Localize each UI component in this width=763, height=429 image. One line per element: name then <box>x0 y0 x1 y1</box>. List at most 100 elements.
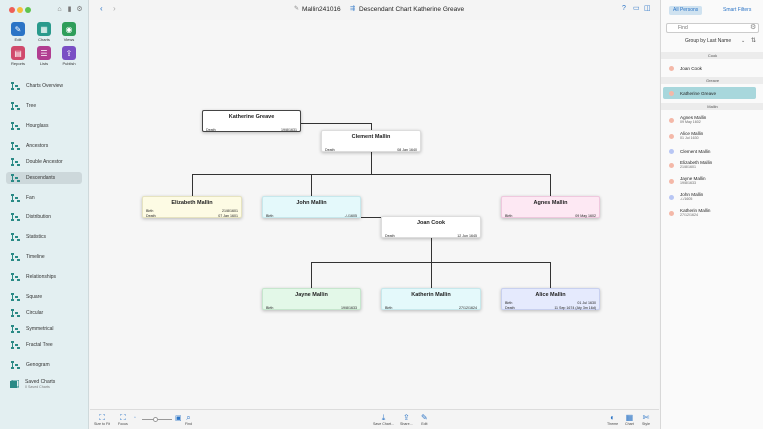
sidebar-item-fan[interactable]: Fan <box>6 192 82 204</box>
edit-button[interactable]: ✎ Edit <box>7 22 29 42</box>
person-list-item[interactable]: Katherine Greave <box>663 87 756 99</box>
sidebar-toggle-icon[interactable]: ◫ <box>644 5 651 12</box>
publish-button[interactable]: ⇪ Publish <box>58 46 80 66</box>
sidebar-item-fractal-tree[interactable]: Fractal Tree <box>6 339 82 351</box>
event-label: Death <box>146 213 156 218</box>
back-icon[interactable]: ‹ <box>100 4 103 13</box>
size-to-fit-button[interactable]: ⛶ Size to Fit <box>94 413 110 426</box>
person-list-name: Clement Mallin <box>680 148 711 154</box>
tools-icon[interactable]: ⚙ <box>76 6 83 13</box>
sidebar-item-distribution[interactable]: Distribution <box>6 211 82 223</box>
sidebar-item-genogram[interactable]: Genogram <box>6 359 82 371</box>
zoom-window-button[interactable] <box>25 7 31 13</box>
sidebar-item-statistics[interactable]: Statistics <box>6 231 82 243</box>
save-chart-button[interactable]: ⤓ Save Chart... <box>373 413 394 426</box>
theme-label: Theme <box>607 422 619 426</box>
sidebar-item-label: Timeline <box>26 254 45 260</box>
person-list-item[interactable]: Clement Mallin <box>663 145 756 157</box>
sort-icon[interactable]: ⇅ <box>751 38 757 44</box>
sidebar-item-ancestors[interactable]: Ancestors <box>6 140 82 152</box>
person-list-name: Katherine Greave <box>680 90 717 96</box>
sidebar-item-symmetrical[interactable]: Symmetrical <box>6 323 82 335</box>
saved-charts-item[interactable]: Saved Charts 0 Saved Charts <box>10 378 86 392</box>
minimize-window-button[interactable] <box>17 7 23 13</box>
focus-button[interactable]: ⛶ Focus <box>118 413 128 426</box>
zoom-out-icon[interactable]: ▫ <box>134 415 136 421</box>
sidebar-item-charts-overview[interactable]: Charts Overview <box>6 80 82 92</box>
close-window-button[interactable] <box>9 7 15 13</box>
gender-dot <box>669 162 674 168</box>
find-input[interactable] <box>666 23 759 33</box>
help-icon[interactable]: ? <box>622 5 626 12</box>
person-list-item[interactable]: John Mallin-/-/1605 <box>663 190 756 204</box>
saved-charts-count: 0 Saved Charts <box>25 385 50 389</box>
smart-filters-tab[interactable]: Smart Filters <box>723 7 752 13</box>
charts-label: Charts <box>38 37 50 42</box>
sidebar-item-descendants[interactable]: Descendants <box>6 172 82 184</box>
person-list-date: 21/8/1601 <box>680 165 696 169</box>
gender-dot <box>669 148 674 154</box>
person-name: Alice Mallin <box>535 292 566 298</box>
sidebar-item-tree[interactable]: Tree <box>6 100 82 112</box>
reports-button[interactable]: ▤ Reports <box>7 46 29 66</box>
event-label: Birth <box>266 213 274 218</box>
share-button[interactable]: ⇪ Share... <box>400 413 413 426</box>
edit-chart-button[interactable]: ✎ Edit <box>421 413 428 426</box>
sidebar-item-double-ancestor[interactable]: Double Ancestor <box>6 156 82 168</box>
window-icon[interactable]: ▭ <box>633 5 640 12</box>
bottom-toolbar: ⛶ Size to Fit ⛶ Focus ▫ ▣ ⌕ Find ⤓ Save … <box>90 409 659 429</box>
sidebar-item-square[interactable]: Square <box>6 291 82 303</box>
person-list-item[interactable]: Joan Cook <box>663 62 756 74</box>
sidebar-item-circular[interactable]: Circular <box>6 307 82 319</box>
group-by-select[interactable]: Group by Last Name <box>685 38 732 44</box>
sidebar-item-relationships[interactable]: Relationships <box>6 271 82 283</box>
sidebar-item-hourglass[interactable]: Hourglass <box>6 120 82 132</box>
bookmark-icon[interactable]: ▮ <box>67 6 72 13</box>
focus-label: Focus <box>118 422 128 426</box>
chart-settings-button[interactable]: ▦ Chart <box>625 413 634 426</box>
edit-icon: ✎ <box>421 413 428 422</box>
connector-line <box>311 262 312 288</box>
connector-line <box>192 174 193 196</box>
sidebar-item-label: Tree <box>26 103 37 109</box>
find-button[interactable]: ⌕ Find <box>185 413 192 426</box>
gear-icon[interactable]: ⚙ <box>750 24 757 31</box>
chevron-down-icon[interactable]: ⌄ <box>741 38 746 44</box>
tag-icon[interactable]: ⌂ <box>57 6 62 13</box>
views-button[interactable]: ◉ Views <box>58 22 80 42</box>
connector-line <box>371 123 372 131</box>
zoom-slider[interactable]: ▫ ▣ <box>134 415 184 424</box>
circular-icon <box>10 308 20 318</box>
zoom-in-icon[interactable]: ▣ <box>175 415 182 422</box>
share-label: Share... <box>400 422 413 426</box>
charts-button[interactable]: ▦ Charts <box>33 22 55 42</box>
lists-button[interactable]: ☰ Lists <box>33 46 55 66</box>
forward-icon[interactable]: › <box>113 4 116 13</box>
connector-line <box>311 174 312 196</box>
all-persons-tab[interactable]: All Persons <box>669 6 703 15</box>
theme-button[interactable]: ◐ Theme <box>607 413 618 426</box>
connector-line <box>361 217 381 218</box>
eye-icon: ◉ <box>62 22 76 36</box>
style-button[interactable]: ✄ Style <box>642 413 650 426</box>
zoom-slider-thumb[interactable] <box>153 417 158 422</box>
sidebar-item-timeline[interactable]: Timeline <box>6 251 82 263</box>
